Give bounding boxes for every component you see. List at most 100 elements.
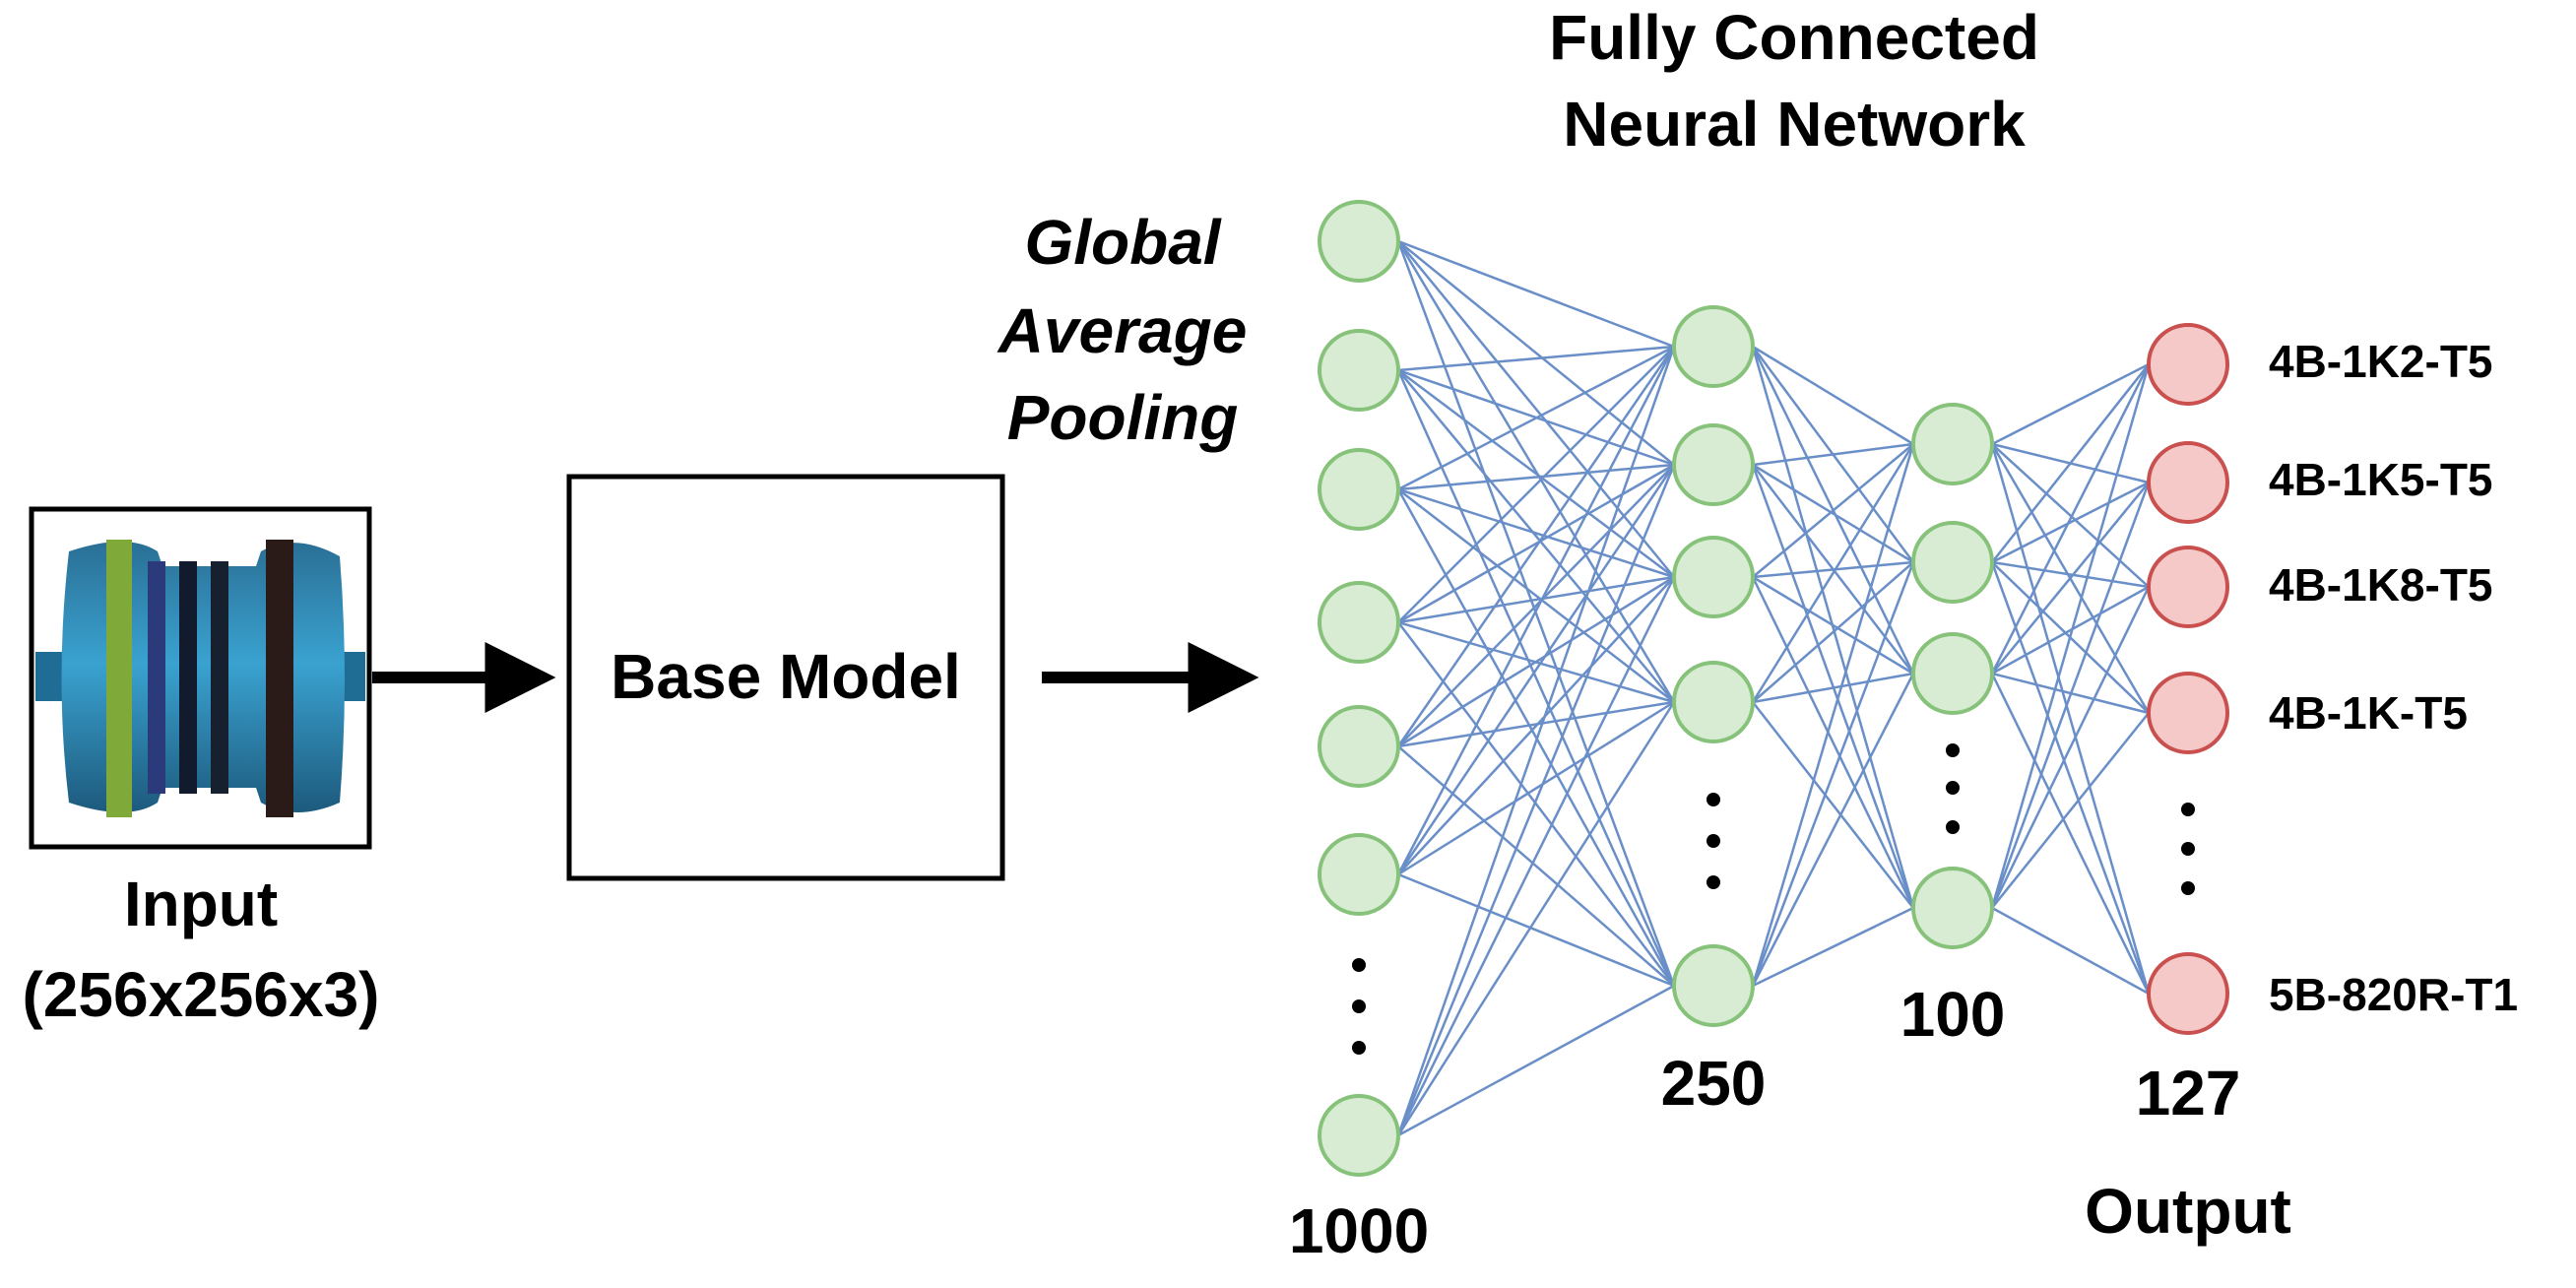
connection-line: [1396, 346, 1676, 1136]
connection-line: [1752, 561, 1914, 703]
input-layer-neuron: [1318, 200, 1400, 283]
hidden-layer-2-neuron: [1911, 403, 1994, 485]
connection-line: [1397, 239, 1675, 349]
resistor-picture: [35, 540, 365, 817]
connection-line: [1752, 701, 1914, 909]
output-class-3: 4B-1K8-T5: [2269, 559, 2493, 611]
ellipsis-dot: [1946, 781, 1960, 795]
connection-line: [1397, 576, 1675, 875]
connection-line: [1396, 464, 1676, 1136]
output-class-4: 4B-1K-T5: [2269, 687, 2468, 739]
connection-line: [1752, 443, 1914, 578]
connection-line: [1752, 906, 1914, 988]
network-title-line-2: Neural Network: [1563, 89, 2026, 160]
input-layer-neuron: [1318, 329, 1400, 412]
connection-line: [1990, 363, 2151, 675]
connection-line: [1751, 443, 1915, 987]
connection-line: [1991, 363, 2150, 563]
hidden-layer-2-neuron: [1911, 867, 1994, 949]
ellipsis-dot: [1707, 834, 1720, 848]
pooling-label: Global Average Pooling: [997, 207, 1248, 453]
connection-line: [1397, 700, 1675, 876]
layer-count-127: 127: [2136, 1058, 2241, 1128]
connection-line: [1396, 240, 1676, 703]
base-model-label: Base Model: [611, 641, 961, 712]
connection-line: [1397, 463, 1675, 624]
hidden-layer-1-neuron: [1672, 536, 1755, 618]
connection-line: [1751, 443, 1915, 703]
connection-line: [1397, 575, 1675, 748]
pooling-line-3: Pooling: [1007, 382, 1239, 453]
connection-line: [1990, 443, 2151, 995]
connection-line: [1396, 464, 1676, 875]
connection-line: [1990, 363, 2151, 909]
input-layer-neuron: [1318, 448, 1400, 531]
connection-line: [1397, 872, 1675, 988]
ellipsis-dot: [1352, 999, 1366, 1013]
connection-line: [1991, 906, 2150, 996]
output-layer-neuron: [2147, 323, 2229, 406]
connection-line: [1991, 560, 2150, 589]
connection-line: [1990, 561, 2151, 995]
connection-line: [1397, 745, 1675, 987]
input-layer-neuron: [1318, 581, 1400, 664]
connection-line: [1396, 701, 1676, 1136]
output-class-1: 4B-1K2-T5: [2269, 336, 2493, 387]
connection-line: [1397, 369, 1675, 578]
input-label: Input: [124, 869, 278, 939]
connection-line: [1397, 345, 1675, 491]
connection-line: [1397, 240, 1675, 466]
network-title-line-1: Fully Connected: [1549, 2, 2039, 73]
connection-line: [1752, 442, 1914, 467]
layer-count-250: 250: [1661, 1048, 1767, 1119]
connection-line: [1397, 346, 1675, 623]
output-class-5: 5B-820R-T1: [2269, 969, 2518, 1020]
connection-line: [1751, 576, 1915, 909]
output-class-labels: 4B-1K2-T5 4B-1K5-T5 4B-1K8-T5 4B-1K-T5 5…: [2269, 336, 2518, 1020]
input-image: [29, 506, 372, 850]
ellipsis-dot: [1707, 793, 1720, 806]
input-layer-neuron: [1318, 705, 1400, 788]
pooling-line-2: Average: [997, 295, 1248, 366]
connection-line: [1396, 346, 1676, 875]
connection-line: [1752, 560, 1914, 579]
connection-line: [1397, 240, 1675, 578]
connection-line: [1751, 464, 1915, 909]
input-layer-neuron: [1318, 1094, 1400, 1177]
output-class-2: 4B-1K5-T5: [2269, 454, 2493, 505]
connection-line: [1991, 481, 2150, 564]
hidden-layer-1-neuron: [1672, 944, 1755, 1027]
output-layer-neuron: [2147, 441, 2229, 524]
connection-line: [1991, 585, 2150, 676]
ellipsis-dot: [2181, 842, 2195, 856]
connection-line: [1990, 673, 2151, 995]
connection-line: [1991, 482, 2150, 675]
neurons: [1318, 200, 2229, 1177]
ellipsis-dot: [2181, 881, 2195, 895]
pooling-line-1: Global: [1024, 207, 1221, 278]
ellipsis-dot: [1946, 820, 1960, 834]
ellipsis-dot: [1946, 743, 1960, 757]
ellipsis-dot: [1352, 958, 1366, 972]
input-layer-neuron: [1318, 833, 1400, 916]
connection-line: [1991, 443, 2150, 588]
connection-line: [1752, 463, 1914, 564]
connection-line: [1990, 586, 2151, 909]
ellipsis-dot: [2181, 803, 2195, 816]
connection-line: [1751, 561, 1915, 987]
connection-line: [1991, 712, 2150, 909]
connection-line: [1752, 575, 1914, 676]
connection-line: [1752, 345, 1914, 446]
connection-line: [1397, 369, 1675, 703]
connection-line: [1397, 345, 1675, 372]
ellipsis-dots: [1352, 743, 2195, 1055]
layer-count-100: 100: [1900, 979, 2006, 1050]
output-layer-neuron: [2147, 546, 2229, 628]
ellipsis-dot: [1352, 1041, 1366, 1055]
hidden-layer-2-neuron: [1911, 632, 1994, 715]
connection-line: [1397, 464, 1675, 747]
connection-line: [1397, 463, 1675, 491]
connection-line: [1396, 369, 1676, 987]
connection-line: [1990, 482, 2151, 909]
connection-line: [1396, 576, 1676, 1136]
